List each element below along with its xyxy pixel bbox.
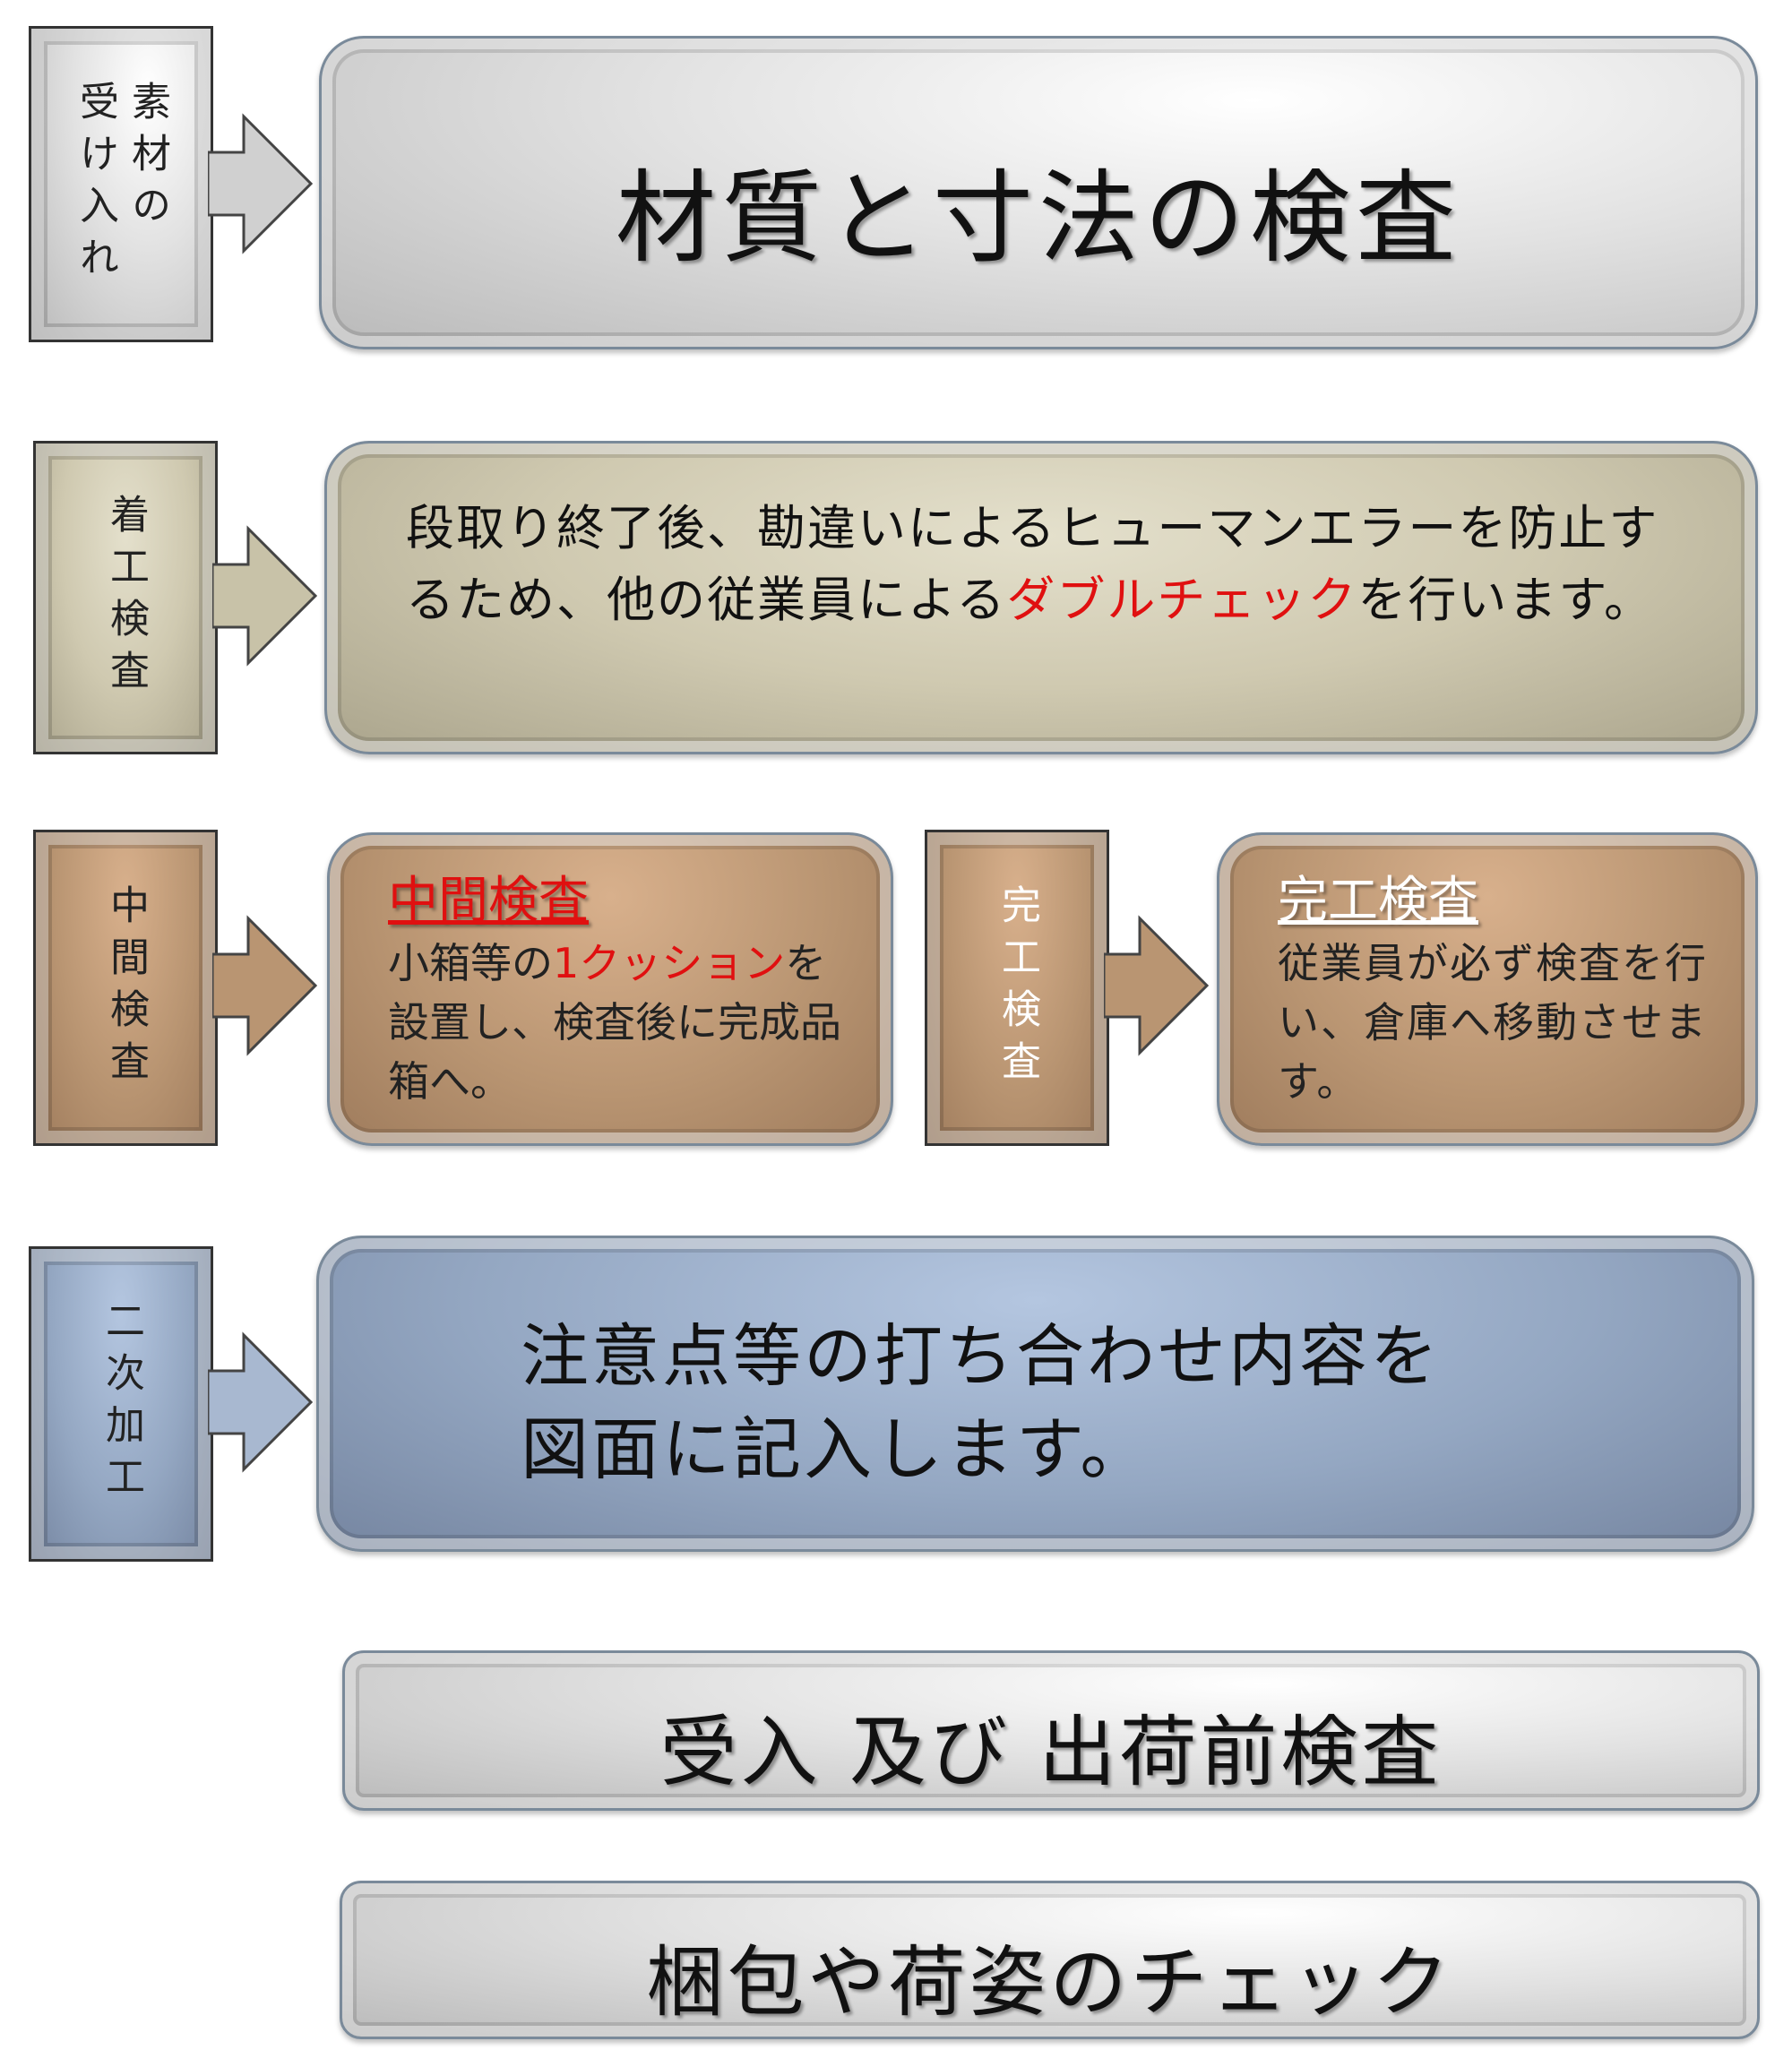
step-tag-completion-inspection: 完工検査 <box>925 830 1109 1146</box>
box-title: 受入 及び 出荷前検査 <box>659 1708 1443 1797</box>
box-text: 従業員が必ず検査を行い、倉庫へ移動させます。 <box>1278 939 1708 1106</box>
step-tag-material-receiving: 素材の受け入れ <box>29 26 213 342</box>
box-text: 段取り終了後、勘違いによるヒューマンエラーを防止するため、他の従業員によるダブル… <box>406 500 1659 628</box>
box-title: 中間検査 <box>388 872 589 930</box>
tag-label: 二次加工 <box>99 1300 144 1508</box>
arrow-right-icon <box>212 525 318 667</box>
tag-label: 中間検査 <box>103 883 149 1092</box>
step-tag-start-inspection: 着工検査 <box>33 441 218 754</box>
packing-check-box: 梱包や荷姿のチェック <box>340 1881 1760 2039</box>
secondary-processing-box: 注意点等の打ち合わせ内容を図面に記入します。 <box>316 1236 1754 1552</box>
intermediate-inspection-box: 中間検査 小箱等の1クッションを設置し、検査後に完成品箱へ。 <box>327 832 893 1146</box>
arrow-right-icon <box>1104 915 1210 1056</box>
box-title: 完工検査 <box>1278 872 1478 930</box>
step-tag-secondary-processing: 二次加工 <box>29 1246 213 1562</box>
receiving-shipping-inspection-box: 受入 及び 出荷前検査 <box>342 1650 1760 1811</box>
step-tag-intermediate-inspection: 中間検査 <box>33 830 218 1146</box>
completion-inspection-box: 完工検査 従業員が必ず検査を行い、倉庫へ移動させます。 <box>1217 832 1758 1146</box>
arrow-right-icon <box>212 915 318 1056</box>
tag-label: 完工検査 <box>995 883 1040 1092</box>
arrow-right-icon <box>208 113 314 254</box>
tag-label: 素材の受け入れ <box>73 80 170 289</box>
box-text: 注意点等の打ち合わせ内容を図面に記入します。 <box>521 1316 1441 1489</box>
box-title: 材質と寸法の検査 <box>616 160 1461 277</box>
arrow-right-icon <box>208 1331 314 1473</box>
box-title: 梱包や荷姿のチェック <box>646 1938 1453 2028</box>
box-text: 小箱等の1クッションを設置し、検査後に完成品箱へ。 <box>388 939 841 1106</box>
start-inspection-box: 段取り終了後、勘違いによるヒューマンエラーを防止するため、他の従業員によるダブル… <box>324 441 1758 754</box>
tag-label: 着工検査 <box>103 494 149 702</box>
material-dimension-inspection-box: 材質と寸法の検査 <box>319 36 1758 349</box>
